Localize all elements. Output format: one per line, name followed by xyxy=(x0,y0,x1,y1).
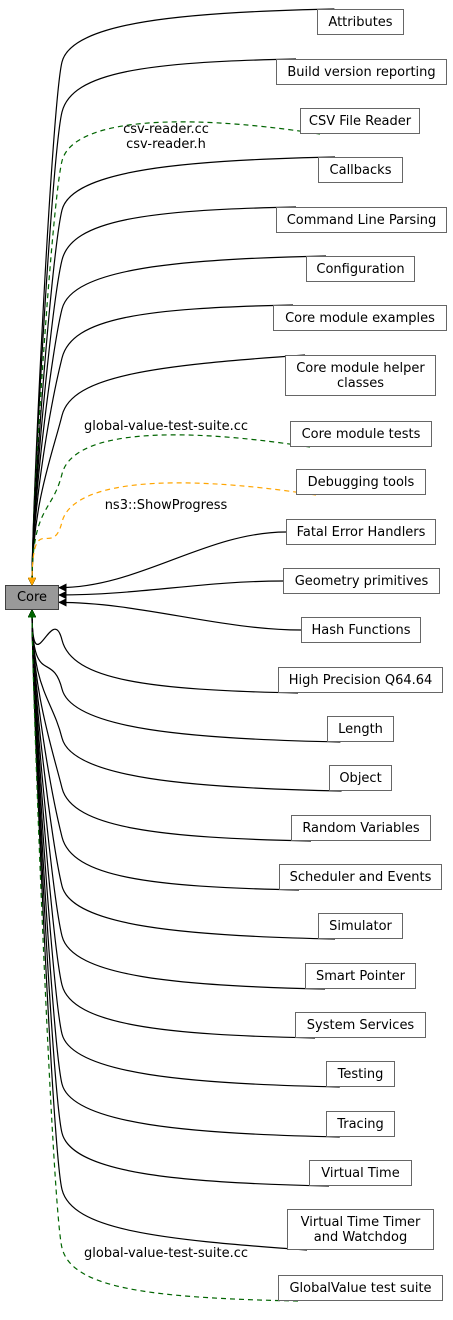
node-scheduler[interactable]: Scheduler and Events xyxy=(279,864,442,890)
edge-hash xyxy=(58,598,302,631)
edge-geometry xyxy=(58,580,284,600)
edge-label-globalvalue: global-value-test-suite.cc xyxy=(84,1246,248,1261)
node-callbacks[interactable]: Callbacks xyxy=(318,157,403,183)
node-fatal[interactable]: Fatal Error Handlers xyxy=(286,519,436,545)
edge-examples xyxy=(27,304,294,586)
node-core[interactable]: Core xyxy=(5,585,59,610)
edge-sysservices xyxy=(27,609,316,1039)
node-smartptr[interactable]: Smart Pointer xyxy=(305,963,416,989)
node-object[interactable]: Object xyxy=(329,765,392,791)
node-q64[interactable]: High Precision Q64.64 xyxy=(278,667,443,693)
edge-random xyxy=(27,609,312,842)
edge-tracing xyxy=(27,609,340,1138)
edge-vtime xyxy=(27,609,330,1187)
edge-simulator xyxy=(27,609,336,940)
edge-label-debugging: ns3::ShowProgress xyxy=(104,498,228,513)
edge-length xyxy=(27,609,341,743)
node-length[interactable]: Length xyxy=(327,716,394,742)
edge-fatal xyxy=(58,531,287,592)
node-vtimer[interactable]: Virtual Time Timer and Watchdog xyxy=(287,1209,434,1250)
node-hash[interactable]: Hash Functions xyxy=(301,617,421,643)
edge-scheduler xyxy=(27,609,300,891)
edge-label-tests: global-value-test-suite.cc xyxy=(84,419,248,434)
edge-configuration xyxy=(27,255,327,586)
node-testing[interactable]: Testing xyxy=(326,1061,395,1087)
node-globalvalue[interactable]: GlobalValue test suite xyxy=(278,1275,443,1301)
node-geometry[interactable]: Geometry primitives xyxy=(283,568,440,594)
node-build[interactable]: Build version reporting xyxy=(276,59,447,85)
node-examples[interactable]: Core module examples xyxy=(273,305,447,331)
edge-tests xyxy=(27,434,311,586)
node-cmdline[interactable]: Command Line Parsing xyxy=(276,207,447,233)
edge-object xyxy=(27,609,342,792)
edge-globalvalue xyxy=(27,609,299,1302)
node-vtime[interactable]: Virtual Time xyxy=(309,1160,412,1186)
edge-q64 xyxy=(27,609,299,694)
node-sysservices[interactable]: System Services xyxy=(295,1012,426,1038)
node-simulator[interactable]: Simulator xyxy=(318,913,403,939)
node-configuration[interactable]: Configuration xyxy=(306,256,415,282)
node-tracing[interactable]: Tracing xyxy=(326,1111,395,1137)
edge-debugging xyxy=(27,482,317,586)
edge-testing xyxy=(27,609,340,1088)
edge-cmdline xyxy=(27,206,297,586)
node-helper[interactable]: Core module helper classes xyxy=(285,355,436,396)
node-csv[interactable]: CSV File Reader xyxy=(300,108,420,134)
edge-csv xyxy=(27,121,321,586)
node-debugging[interactable]: Debugging tools xyxy=(296,469,426,495)
node-tests[interactable]: Core module tests xyxy=(290,421,432,447)
node-random[interactable]: Random Variables xyxy=(291,815,431,841)
edge-helper xyxy=(27,354,306,586)
edge-label-csv: csv-reader.cc csv-reader.h xyxy=(123,122,209,152)
node-attributes[interactable]: Attributes xyxy=(317,9,404,35)
edge-smartptr xyxy=(27,609,326,990)
edge-callbacks xyxy=(27,156,336,586)
